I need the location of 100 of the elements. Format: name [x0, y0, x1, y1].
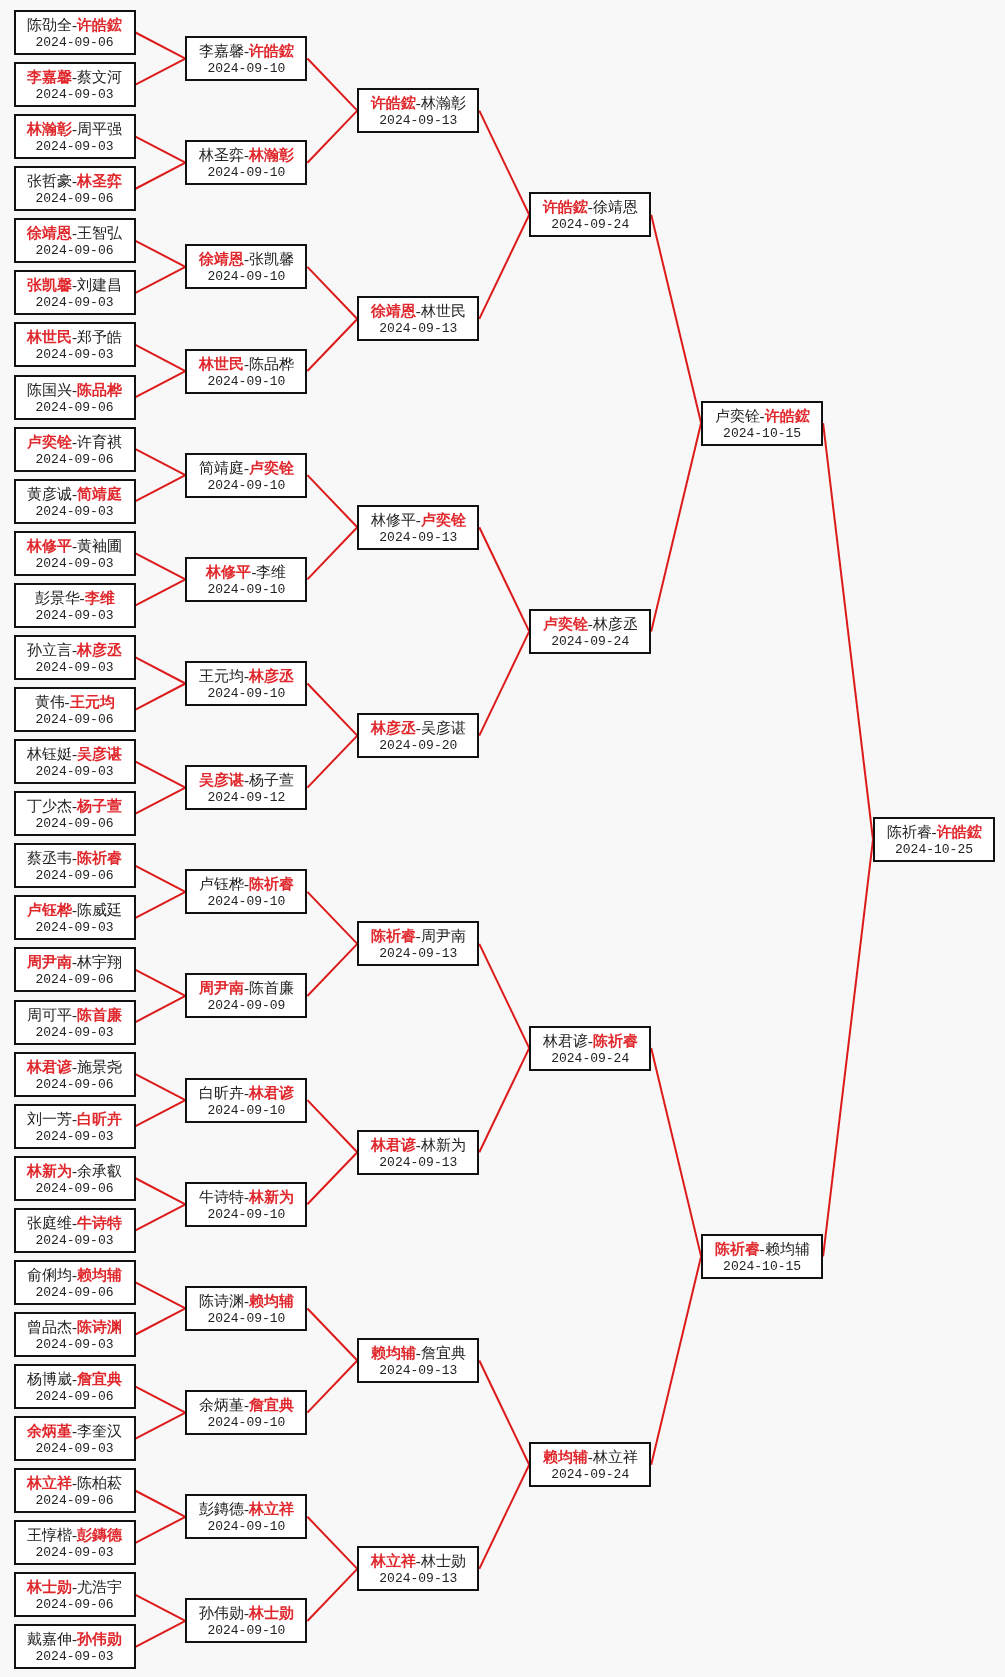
players-text: 陈诗渊-赖均辅 [198, 1291, 294, 1310]
match-box [185, 244, 308, 290]
match-box [529, 1025, 652, 1071]
date-text: 2024-09-03 [35, 763, 114, 782]
match-box [13, 62, 136, 108]
players-text: 林君谚-林新为 [370, 1135, 466, 1154]
match-box [13, 999, 136, 1045]
date-text: 2024-09-03 [35, 86, 114, 105]
match-box [13, 530, 136, 576]
date-text: 2024-09-13 [379, 320, 458, 339]
match-box [13, 166, 136, 212]
match-box [13, 947, 136, 993]
date-text: 2024-09-03 [35, 606, 114, 625]
match-box [357, 1338, 480, 1384]
match-box [13, 1468, 136, 1514]
match-box [185, 556, 308, 602]
match-box [185, 765, 308, 811]
bracket-line [134, 1099, 187, 1128]
bracket-line [134, 135, 187, 164]
bracket-line [134, 448, 187, 477]
date-text: 2024-09-06 [35, 242, 114, 261]
bracket-line [306, 1151, 359, 1206]
match-box [13, 1207, 136, 1253]
match-box [357, 1129, 480, 1175]
bracket-line [134, 995, 187, 1023]
bracket-line [478, 1047, 531, 1154]
players-text: 林立祥-林士勋 [370, 1552, 466, 1571]
date-text: 2024-09-03 [35, 1023, 114, 1042]
match-box [13, 322, 136, 368]
match-box [13, 426, 136, 472]
players-text: 林钰娗-吴彦谌 [27, 745, 122, 764]
match-box [357, 1546, 480, 1592]
players-text: 彭景华-李维 [34, 588, 115, 607]
bracket-line [306, 1515, 359, 1570]
players-text: 林士勋-尤浩宇 [27, 1578, 122, 1597]
match-box [13, 1572, 136, 1618]
match-box [185, 1390, 308, 1436]
date-text: 2024-09-03 [35, 1336, 114, 1354]
date-text: 2024-09-06 [35, 815, 114, 834]
players-text: 余炳堇-李奎汉 [27, 1422, 122, 1441]
bracket-line [306, 1307, 359, 1362]
players-text: 黄彦诚-简靖庭 [27, 484, 122, 503]
match-box [185, 973, 308, 1019]
players-text: 林世民-陈品桦 [198, 354, 294, 373]
date-text: 2024-09-13 [379, 528, 458, 547]
date-text: 2024-09-06 [35, 190, 114, 209]
match-box [357, 296, 480, 342]
bracket-line [134, 1489, 187, 1518]
match-box [185, 661, 308, 706]
date-text: 2024-09-03 [35, 1544, 114, 1563]
match-box [13, 478, 136, 524]
players-text: 卢钰桦-陈威廷 [27, 901, 122, 920]
bracket-line [478, 1359, 531, 1466]
date-text: 2024-09-06 [35, 1388, 114, 1407]
bracket-line [306, 1567, 359, 1622]
date-text: 2024-09-13 [379, 945, 458, 964]
bracket-line [478, 942, 531, 1050]
players-text: 陈祈睿-许皓鋐 [886, 823, 982, 842]
players-text: 卢奕铨-许皓鋐 [714, 406, 810, 425]
date-text: 2024-09-10 [207, 1101, 286, 1120]
players-text: 周尹南-陈首廉 [198, 979, 294, 998]
bracket-line [134, 265, 187, 294]
date-text: 2024-09-24 [551, 216, 630, 235]
match-box [185, 1077, 308, 1123]
bracket-line [134, 864, 187, 893]
match-box [701, 1233, 824, 1279]
match-box [13, 1364, 136, 1410]
bracket-line [134, 1203, 187, 1232]
match-box [13, 687, 136, 733]
players-text: 李嘉馨-许皓鋐 [198, 42, 294, 61]
players-text: 杨博崴-詹宜典 [27, 1370, 122, 1389]
players-text: 林立祥-陈柏菘 [27, 1474, 122, 1493]
date-text: 2024-09-10 [207, 164, 286, 183]
match-box [185, 452, 308, 498]
match-box [185, 348, 308, 394]
match-box [357, 713, 480, 759]
bracket-line [134, 656, 187, 685]
players-text: 蔡丞韦-陈祈睿 [27, 849, 122, 868]
players-text: 戴嘉伸-孙伟勋 [27, 1630, 122, 1649]
players-text: 林彦丞-吴彦谌 [370, 719, 466, 738]
players-text: 曾品杰-陈诗渊 [27, 1318, 122, 1336]
date-text: 2024-10-25 [895, 841, 973, 860]
match-box [873, 817, 995, 863]
match-box [13, 1624, 136, 1670]
bracket-line [134, 1385, 187, 1414]
bracket-line [134, 1619, 187, 1648]
bracket-line [306, 942, 359, 997]
players-text: 白昕卉-林君谚 [198, 1083, 294, 1102]
date-text: 2024-09-06 [35, 1179, 114, 1198]
date-text: 2024-09-06 [35, 711, 114, 730]
bracket-line [478, 526, 531, 633]
players-text: 黄伟-王元均 [34, 693, 115, 712]
bracket-line [134, 239, 187, 268]
bracket-line [306, 317, 359, 372]
match-box [13, 634, 136, 680]
players-text: 陈祈睿-周尹南 [370, 927, 466, 946]
bracket-line [306, 734, 359, 789]
players-text: 简靖庭-卢奕铨 [198, 458, 294, 477]
players-text: 李嘉馨-蔡文河 [27, 68, 122, 87]
date-text: 2024-09-10 [207, 476, 286, 495]
